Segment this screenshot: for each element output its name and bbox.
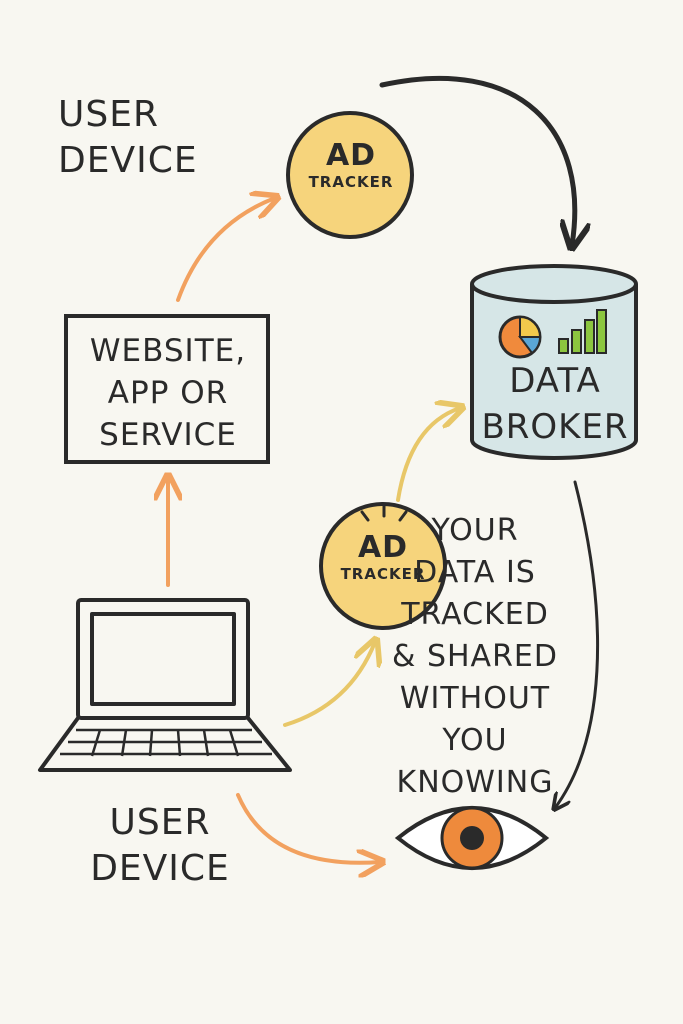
data-broker-label: DATA BROKER	[481, 361, 629, 447]
tracking-caption: YOUR DATA IS TRACKED & SHARED WITHOUT YO…	[392, 513, 558, 800]
arrow-laptop-to-tracker	[283, 642, 375, 727]
sparkle-rays-icon	[360, 504, 408, 522]
arrow-device-to-eye	[236, 793, 380, 863]
user-device-label-bottom: USER DEVICE	[90, 802, 230, 889]
website-app-service-label: WEBSITE, APP OR SERVICE	[89, 333, 247, 453]
user-device-label-top: USER DEVICE	[58, 94, 198, 181]
website-box	[64, 314, 270, 464]
ad-tracker-label-bottom: AD TRACKER	[340, 530, 426, 584]
ad-tracker-label-top: AD TRACKER	[308, 138, 394, 192]
arrow-website-to-ad-tracker	[176, 198, 275, 302]
arrow-ad-tracker-to-broker	[379, 75, 575, 245]
pie-and-bar-chart-icon	[498, 309, 607, 359]
ad-tracker-circle-top	[286, 111, 414, 239]
laptop-icon	[38, 598, 292, 772]
eye-icon	[394, 806, 550, 870]
ad-tracker-circle-bottom	[319, 502, 447, 630]
arrow-tracker-to-broker	[396, 408, 460, 502]
arrow-broker-to-eye	[555, 480, 600, 808]
